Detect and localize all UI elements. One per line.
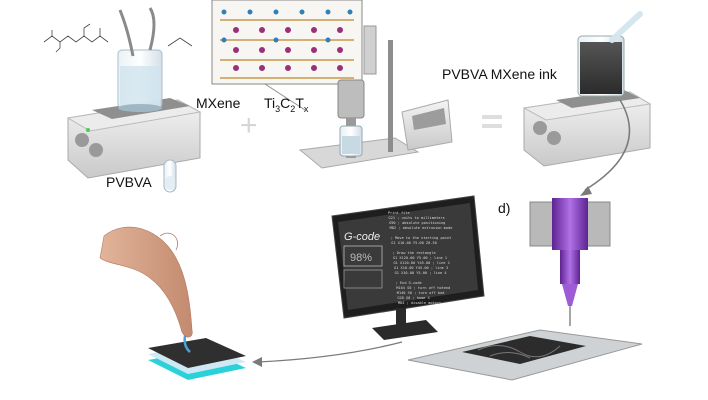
monitor-title: G-code: [344, 231, 380, 243]
pvbva-vial: [163, 159, 177, 193]
gcode-line: M84 ; disable motors: [398, 301, 441, 305]
gcode-line: G1 X120.00 Y5.00 ; line 1: [393, 256, 447, 260]
gcode-line: ; End G-code: [396, 281, 422, 285]
finger-icon: [99, 226, 193, 338]
monitor: [331, 195, 485, 340]
ink-label: PVBVA MXene ink: [442, 66, 557, 82]
hotplate-stirrer-left: [66, 98, 202, 179]
knob-icon: [547, 131, 561, 145]
sensor-device: [148, 331, 246, 380]
arrow-head-icon: [580, 186, 592, 196]
knob-icon: [75, 133, 89, 147]
gcode-line: G1 X10.00 Y45.00 ; line 3: [394, 266, 448, 270]
gcode-line: G1 X10.00 Y5.00 Z0.30: [391, 241, 436, 245]
formula-sub-3: 3: [275, 103, 281, 114]
pvbva-label: PVBVA: [106, 174, 152, 190]
gcode-line: M104 S0 ; turn off hotend: [396, 286, 450, 290]
gcode-line: G1 X120.00 Y45.00 ; line 2: [394, 261, 450, 265]
beaker-ink: [577, 35, 625, 97]
gcode-line: ; Move to the starting point: [391, 236, 452, 240]
formula-sub-x: x: [303, 103, 309, 114]
knob-icon: [89, 143, 103, 157]
gcode-line: ; Draw the rectangle: [392, 251, 435, 255]
flow-arrow-to-device: [257, 341, 403, 363]
progress-box: [343, 245, 383, 267]
gcode-line: G21 ; units to millimeters: [389, 216, 445, 220]
equals-sign: [482, 115, 502, 128]
chemical-structure-ethanol: [167, 37, 193, 47]
flow-arrow-ink-to-printer: [584, 99, 631, 191]
mxene-crystal-structure: [211, 0, 363, 85]
gcode-line: M82 ; absolute extrusion mode: [390, 226, 453, 230]
gcode-line: Print file: [388, 211, 410, 215]
plus-sign: +: [240, 109, 258, 142]
mxene-label: MXene: [196, 95, 241, 111]
formula-t: T: [295, 95, 304, 111]
formula-c: C: [280, 95, 291, 111]
formula-sub-2: 2: [290, 103, 296, 114]
control-box: [401, 99, 453, 151]
beaker-left: [117, 49, 163, 112]
gcode-line: M140 S0 ; turn off bed: [397, 291, 445, 295]
shape-preview-icon: [343, 269, 383, 289]
mxene-formula: Ti3C2Tx: [264, 95, 308, 114]
gcode-line: G1 X10.00 Y5.00 ; line 4: [395, 271, 447, 275]
print-head: [529, 198, 611, 326]
pour-arrows: [118, 7, 156, 57]
formula-ti: Ti: [264, 95, 276, 111]
callout-line: [264, 83, 306, 111]
pipette: [609, 11, 643, 43]
hotplate-stirrer-right: [522, 90, 652, 167]
knob-icon: [533, 121, 547, 135]
build-plate: [407, 329, 643, 381]
gcode-line: G90 ; absolute positioning: [389, 221, 445, 225]
panel-label-d: d): [498, 200, 511, 216]
progress-percent: 98%: [350, 252, 372, 264]
power-led-icon: [86, 128, 90, 132]
gcode-line: G28 X0 ; home X: [397, 296, 430, 300]
chemical-structure-pvbva: [43, 23, 109, 53]
homogenizer: [298, 25, 420, 169]
arrow-head-icon: [252, 357, 262, 367]
